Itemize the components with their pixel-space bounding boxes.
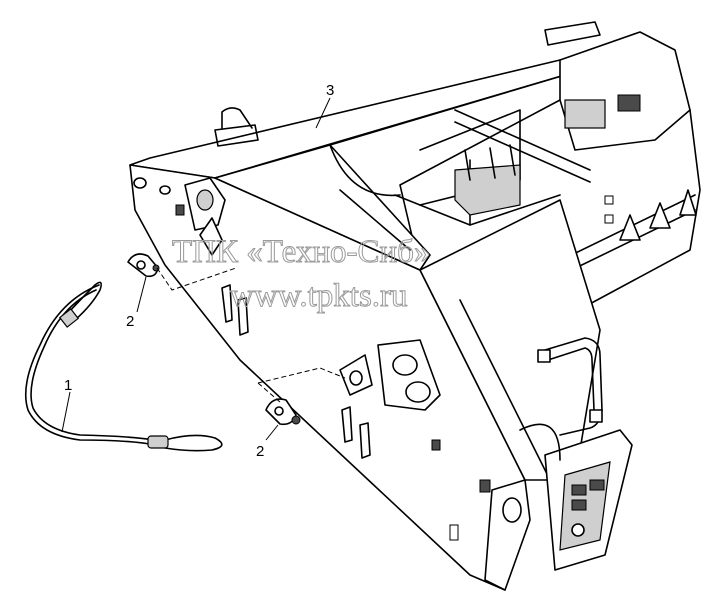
callout-shackle-upper: 2 <box>126 313 134 330</box>
leader-lines <box>61 97 331 441</box>
watermark-url: www.tpkts.ru <box>230 278 408 314</box>
shackle-upper <box>127 253 237 291</box>
callout-shackle-lower: 2 <box>256 443 264 460</box>
shackle-lower <box>257 367 346 426</box>
watermark-company: ТПК «Техно-Сиб» <box>172 234 430 270</box>
rear-frame <box>129 21 701 591</box>
safety-cable <box>24 281 223 452</box>
callout-cable: 1 <box>64 377 72 394</box>
callout-frame: 3 <box>326 82 334 99</box>
